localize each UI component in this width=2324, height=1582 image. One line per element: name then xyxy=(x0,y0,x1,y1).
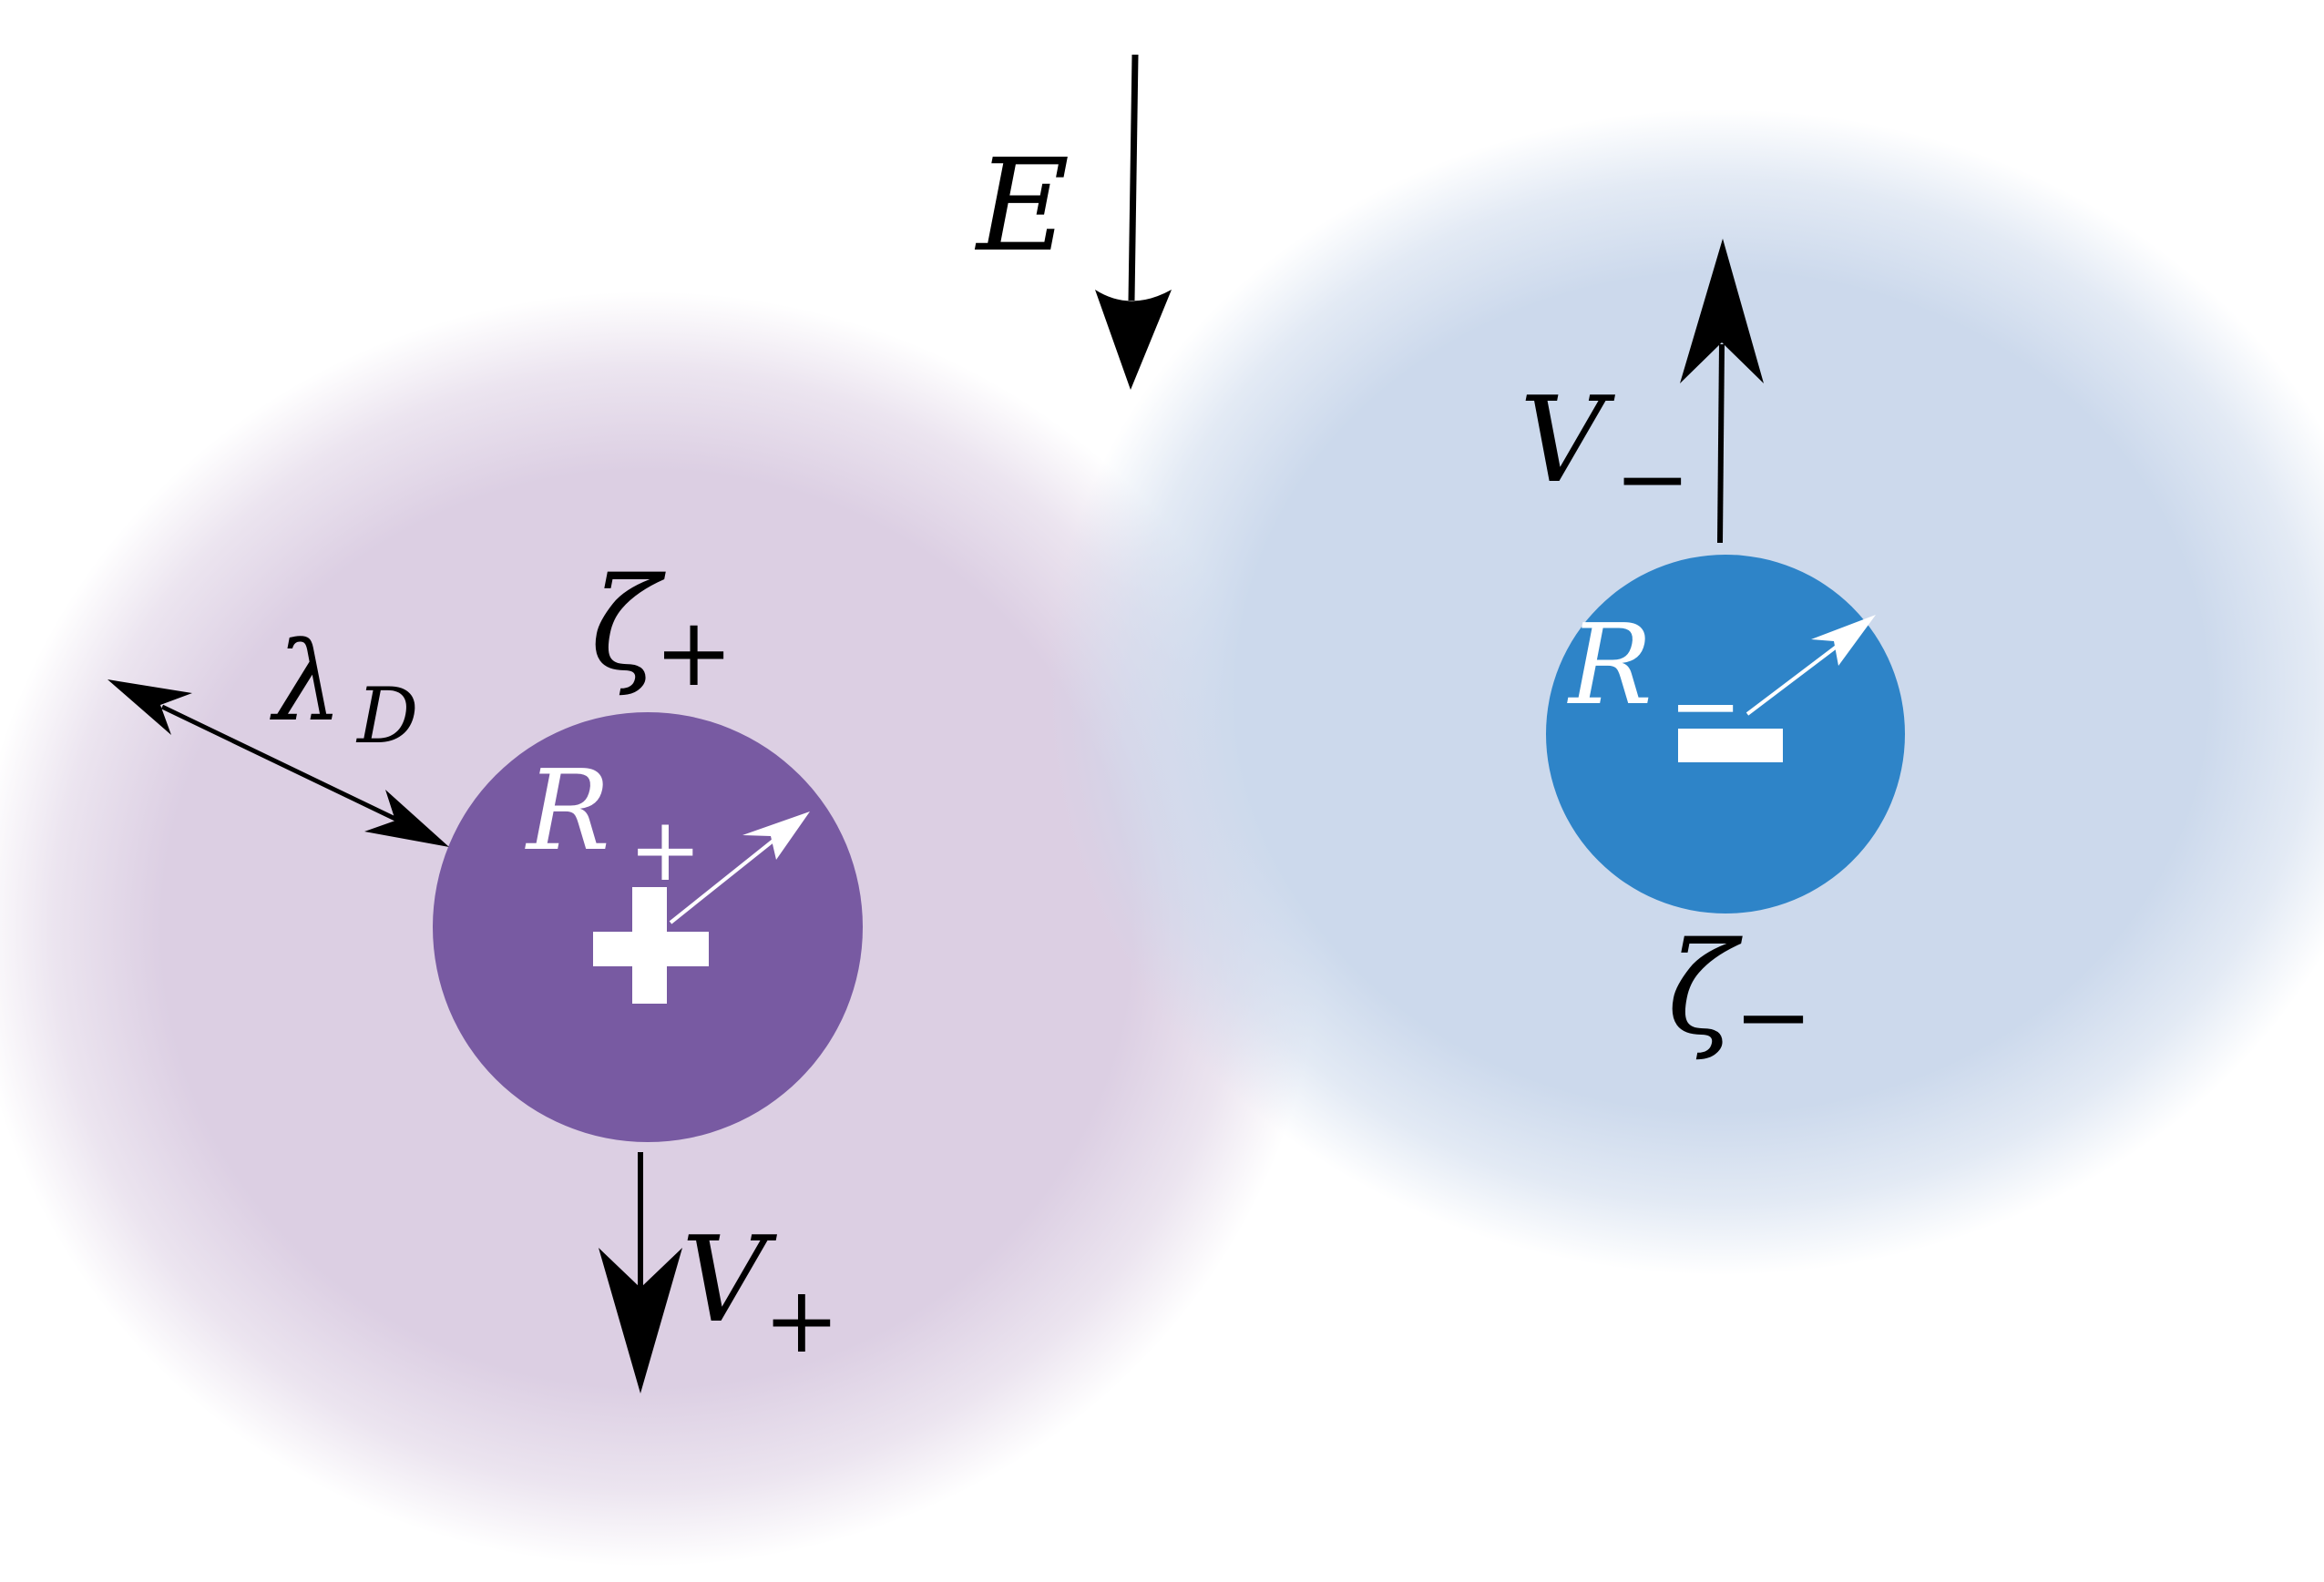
svg-text:R: R xyxy=(1567,600,1653,730)
debye-length-label: λ D xyxy=(270,619,418,760)
field-label: E xyxy=(974,132,1070,281)
field-arrow-icon xyxy=(1095,54,1172,390)
zeta-positive-label: ζ + xyxy=(590,551,733,708)
radius-negative-arrow-icon xyxy=(1746,615,1876,716)
plus-icon xyxy=(593,887,709,1004)
velocity-positive-arrow-icon xyxy=(599,1152,682,1393)
debye-length-arrow-icon xyxy=(107,679,449,847)
svg-text:−: − xyxy=(1734,961,1813,1072)
velocity-negative-label: V − xyxy=(1520,371,1691,532)
svg-text:V: V xyxy=(681,1210,777,1349)
svg-text:+: + xyxy=(654,597,733,708)
svg-text:ζ: ζ xyxy=(1667,915,1743,1064)
svg-text:ζ: ζ xyxy=(590,551,666,699)
zeta-negative-label: ζ − xyxy=(1667,915,1813,1072)
minus-icon xyxy=(1678,729,1783,762)
svg-text:+: + xyxy=(763,1267,840,1373)
svg-text:−: − xyxy=(1669,655,1742,757)
radius-positive-label: R + xyxy=(525,746,701,901)
radius-positive-arrow-icon xyxy=(669,811,810,924)
radius-negative-label: R − xyxy=(1567,600,1742,757)
svg-text:λ: λ xyxy=(270,619,343,746)
svg-text:D: D xyxy=(355,671,418,760)
svg-text:+: + xyxy=(629,799,701,901)
svg-text:R: R xyxy=(525,746,610,875)
velocity-positive-label: V + xyxy=(681,1210,840,1373)
svg-text:−: − xyxy=(1614,425,1691,532)
velocity-negative-arrow-icon xyxy=(1680,239,1764,544)
svg-text:V: V xyxy=(1520,371,1615,509)
